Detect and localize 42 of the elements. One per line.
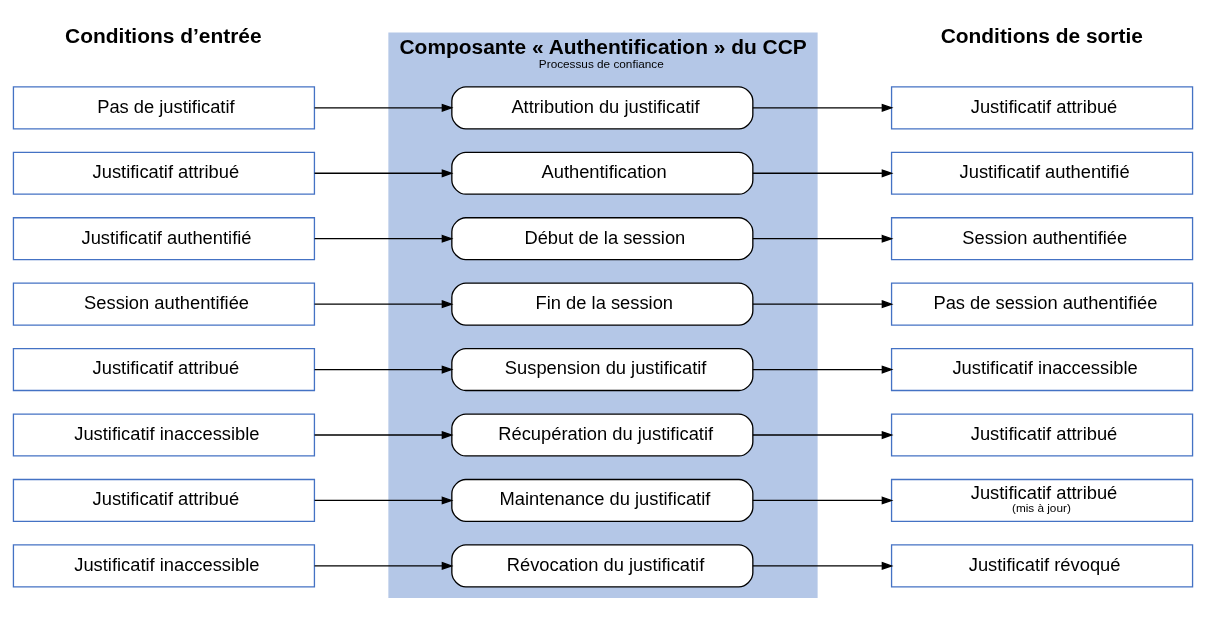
node-box: Fin de la session	[451, 282, 754, 326]
node-box: Pas de session authentifiée	[890, 282, 1194, 326]
arrow	[313, 364, 454, 374]
arrow	[752, 430, 894, 439]
node-box: Authentification	[451, 151, 754, 195]
node-box: Attribution du justificatif	[451, 85, 754, 129]
arrow	[313, 561, 454, 570]
node-box: Justificatif attribué (mis à jour)	[890, 478, 1194, 522]
node-box: Justificatif inaccessible	[12, 543, 316, 587]
node-box: Session authentifiée	[12, 282, 316, 326]
arrow	[313, 495, 454, 505]
label: Conditions d’entrée	[65, 23, 262, 47]
node-box: Pas de justificatif	[12, 85, 316, 129]
arrow	[313, 234, 454, 243]
node-box: Justificatif attribué	[890, 85, 1194, 129]
node-box: Révocation du justificatif	[451, 543, 754, 587]
node-box: Justificatif inaccessible	[12, 412, 316, 457]
node-box: Justificatif attribué	[12, 151, 316, 195]
node-box: Justificatif inaccessible	[890, 347, 1194, 391]
arrow	[313, 168, 454, 177]
node-box: Maintenance du justificatif	[451, 478, 754, 522]
arrow	[752, 495, 894, 505]
node-box: Justificatif révoqué	[890, 543, 1194, 587]
arrow	[752, 299, 894, 308]
arrow	[313, 430, 454, 439]
node-box: Suspension du justificatif	[451, 347, 754, 391]
node-box: Récupération du justificatif	[451, 412, 754, 457]
label: Conditions de sortie	[940, 23, 1143, 47]
node-box: Justificatif attribué	[12, 347, 316, 391]
node-box: Justificatif attribué	[890, 412, 1194, 457]
node-box: Début de la session	[451, 216, 754, 260]
node-box: Justificatif attribué	[12, 478, 316, 522]
arrow	[752, 168, 894, 177]
arrow	[752, 561, 894, 570]
arrow	[752, 234, 894, 243]
arrow	[313, 103, 454, 112]
node-box: Session authentifiée	[890, 216, 1194, 260]
arrow	[313, 299, 454, 308]
node-box: Justificatif authentifié	[12, 216, 316, 260]
node-box: Justificatif authentifié	[890, 151, 1194, 195]
arrow	[752, 364, 894, 374]
arrow	[752, 103, 894, 112]
